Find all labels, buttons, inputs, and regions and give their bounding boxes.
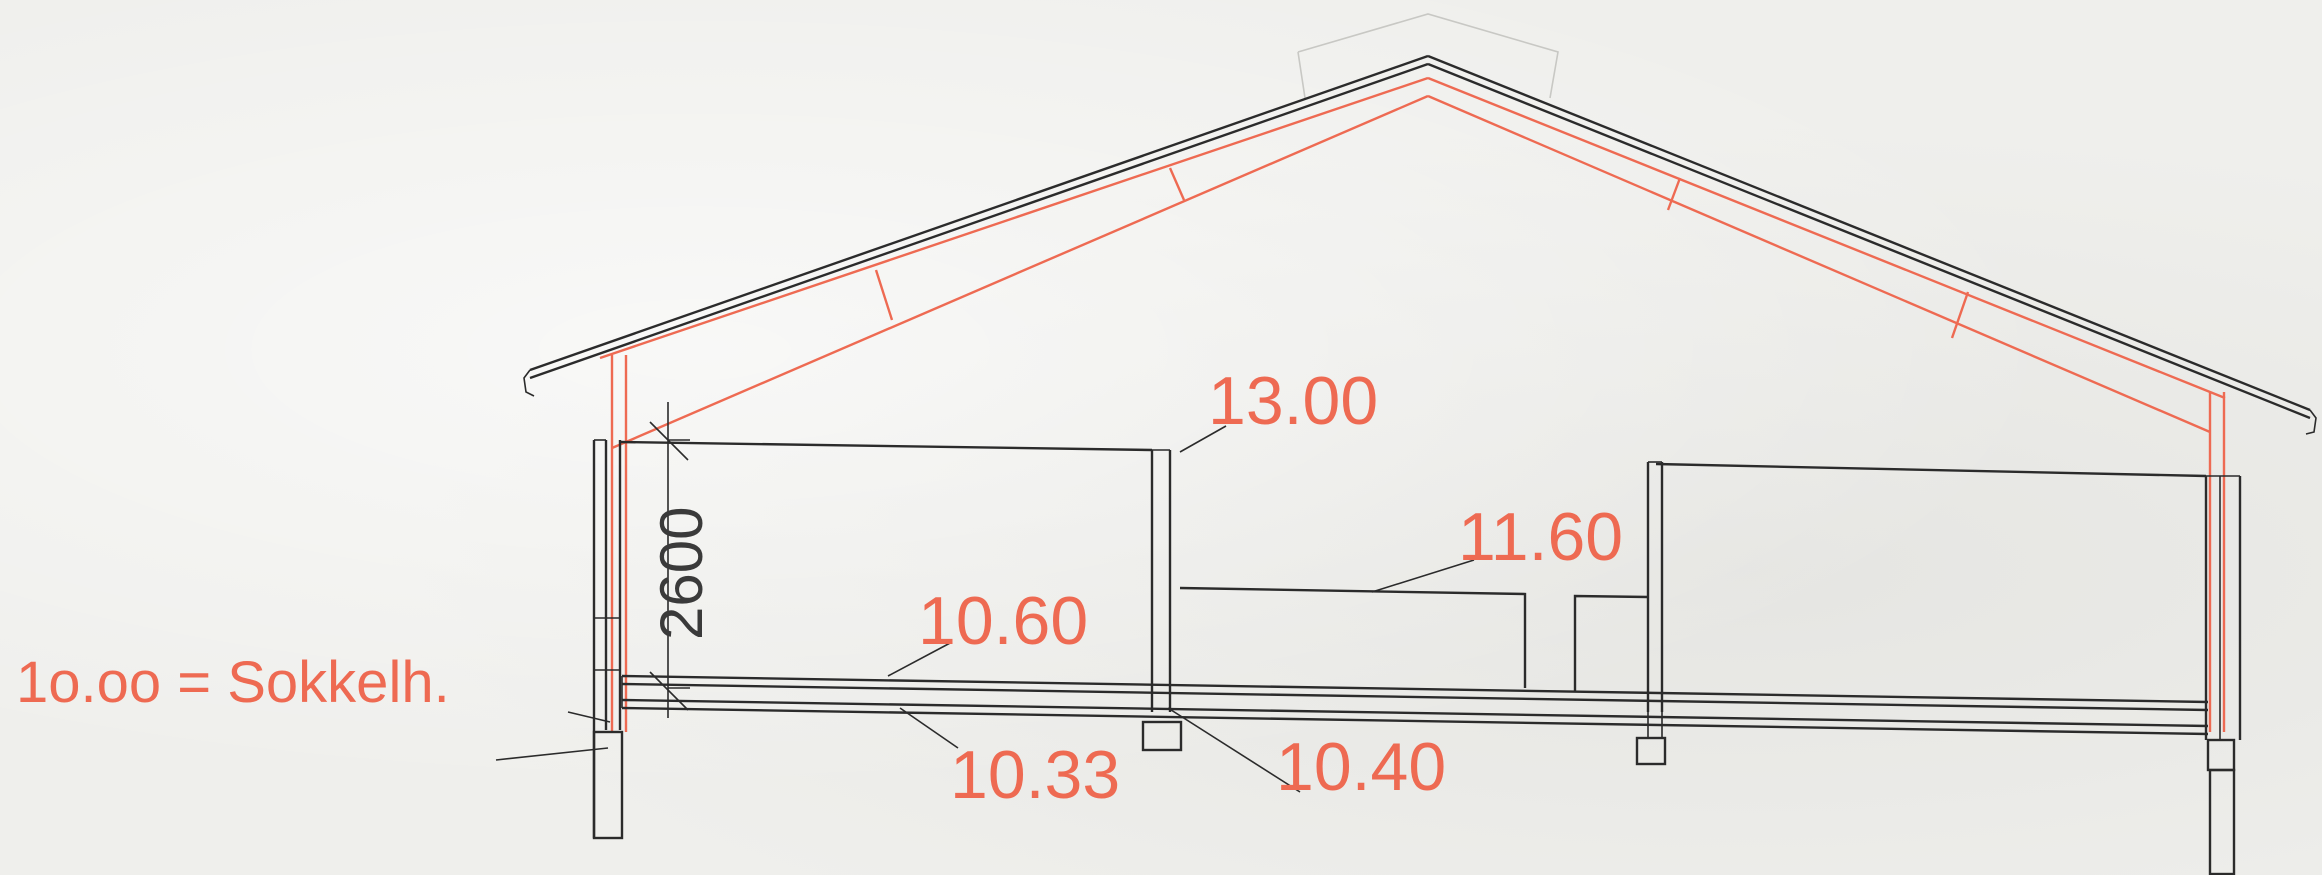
leader-lines [495, 425, 1475, 793]
roof-truss [599, 76, 2226, 732]
ceiling [619, 440, 2207, 478]
footing-level-label: 10.40 [1276, 729, 1446, 805]
mid-level-label: 11.60 [1458, 499, 1623, 575]
right-wall [2204, 475, 2242, 875]
footing [1141, 720, 1183, 752]
truss-web [1666, 177, 1682, 211]
truss-web [1168, 167, 1186, 201]
footing [1635, 736, 1667, 766]
roof-outline [523, 54, 2317, 435]
height-dimension: 2600 [648, 402, 715, 718]
ground-level-label: 10.33 [950, 737, 1120, 813]
ridge-cap [1297, 13, 1559, 99]
wall-height-label: 2600 [648, 507, 715, 640]
lowered-ceiling [1179, 586, 1649, 692]
floor-level-label: 10.60 [918, 583, 1088, 659]
sokkel-label: 1o.oo = Sokkelh. [16, 650, 450, 715]
truss-web [874, 269, 894, 321]
floor-slab [621, 674, 2209, 736]
ridge-level-label: 13.00 [1208, 363, 1378, 439]
left-wall [592, 439, 624, 840]
truss-web [1950, 291, 1970, 339]
